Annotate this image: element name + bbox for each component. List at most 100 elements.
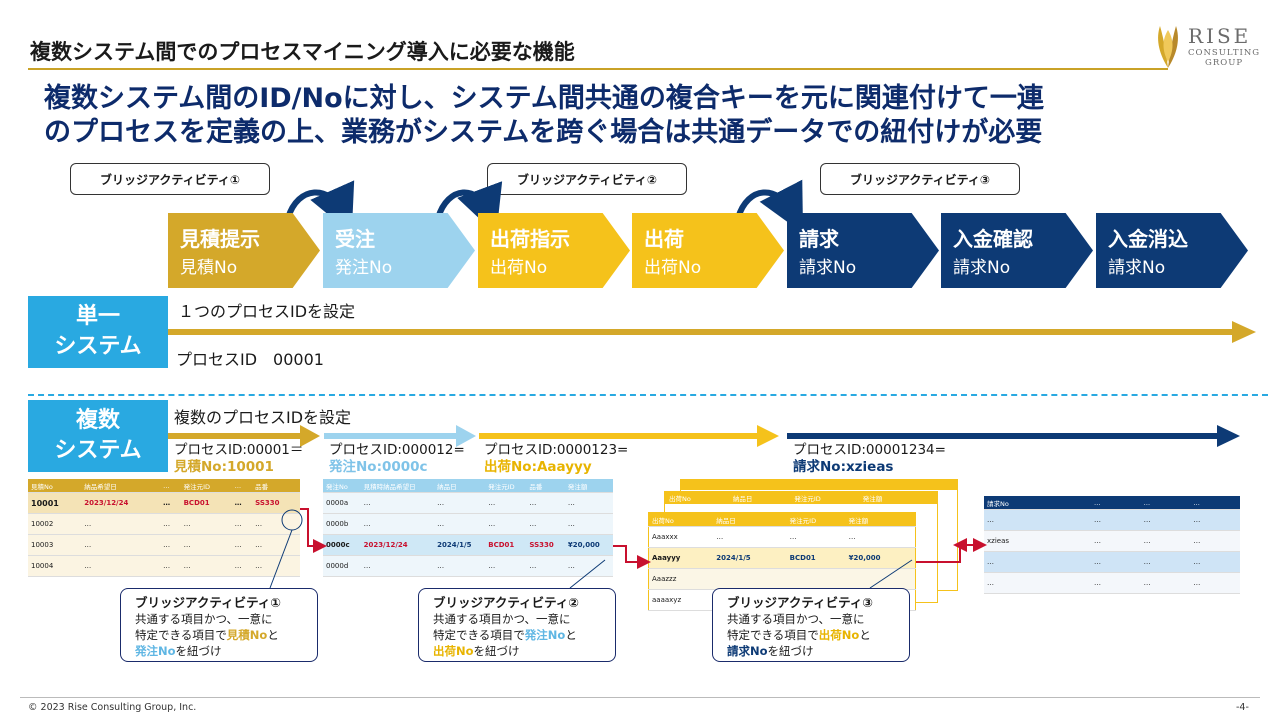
step-5-key: 請求No: [799, 258, 857, 278]
single-system-desc: １つのプロセスIDを設定: [178, 302, 356, 321]
page-number: -4-: [1236, 702, 1249, 713]
page-title: 複数システム間でのプロセスマイニング導入に必要な機能: [30, 40, 575, 64]
table-row: Aaaxxx………: [648, 526, 916, 548]
bridge-note-1-title: ブリッジアクティビティ①: [135, 595, 281, 610]
logo-wordmark: RISE CONSULTING GROUP: [1188, 24, 1260, 68]
step-2-key: 発注No: [335, 258, 393, 278]
multi-system-desc: 複数のプロセスIDを設定: [174, 408, 352, 427]
table-row: …………: [984, 572, 1240, 594]
bridge-note-3-line2: 特定できる項目で出荷Noと: [727, 628, 871, 642]
step-2: 受注 発注No: [323, 213, 475, 288]
headline: 複数システム間のID/Noに対し、システム間共通の複合キーを元に関連付けて一連 …: [44, 82, 1044, 150]
link-arrow-1: [300, 508, 327, 553]
table-row: Aaazzz: [648, 568, 916, 590]
step-3-name: 出荷指示: [490, 227, 570, 251]
table-row: 0000d……………: [323, 555, 613, 577]
bridge-note-3: ブリッジアクティビティ③ 共通する項目かつ、一意に 特定できる項目で出荷Noと …: [712, 588, 910, 662]
step-3-key: 出荷No: [490, 258, 548, 278]
bridge-note-2-line2: 特定できる項目で発注Noと: [433, 628, 577, 642]
step-7-name: 入金消込: [1108, 227, 1188, 251]
process-id-1: プロセスID:00001＝ 見積No:10001: [174, 442, 303, 476]
footer-line: [20, 697, 1260, 698]
process-id-2: プロセスID:000012= 発注No:0000c: [329, 442, 465, 476]
link-arrow-3: [916, 538, 987, 563]
table-row: 0000b……………: [323, 513, 613, 535]
process-id-3-key: 出荷No:Aaayyy: [484, 459, 592, 475]
process-id-3: プロセスID:0000123= 出荷No:Aaayyy: [484, 442, 628, 476]
process-id-3-line1: プロセスID:0000123=: [484, 442, 629, 458]
step-7-key: 請求No: [1108, 258, 1166, 278]
section-divider: [28, 394, 1268, 396]
multi-system-label: 複数システム: [28, 400, 168, 472]
step-2-name: 受注: [335, 227, 375, 251]
headline-line1: 複数システム間のID/Noに対し、システム間共通の複合キーを元に関連付けて一連: [44, 83, 1044, 114]
bridge-note-3-line1: 共通する項目かつ、一意に: [727, 612, 865, 626]
process-id-4: プロセスID:00001234= 請求No:xzieas: [793, 442, 946, 476]
step-5-name: 請求: [799, 227, 839, 251]
process-id-1-key: 見積No:10001: [174, 459, 274, 475]
process-id-1-line1: プロセスID:00001＝: [174, 442, 304, 458]
step-4-name: 出荷: [644, 227, 684, 251]
bridge-arrow-3: [735, 179, 804, 234]
step-1-key: 見積No: [180, 258, 238, 278]
link-arrow-2: [613, 545, 651, 569]
process-id-2-key: 発注No:0000c: [329, 459, 428, 475]
multi-label-1: 複数: [75, 408, 120, 433]
single-label-1: 単一: [75, 304, 120, 329]
logo-main: RISE: [1188, 24, 1252, 48]
single-label-2: システム: [54, 334, 142, 359]
process-id-2-line1: プロセスID:000012=: [329, 442, 465, 458]
step-6-name: 入金確認: [953, 227, 1033, 251]
step-4: 出荷 出荷No: [632, 213, 784, 288]
single-system-label: 単一システム: [28, 296, 168, 368]
table-row: 10002……………: [28, 513, 300, 535]
bridge-note-2-line1: 共通する項目かつ、一意に: [433, 612, 571, 626]
table-row: 0000a……………: [323, 492, 613, 514]
multi-label-2: システム: [54, 438, 142, 463]
single-process-id: プロセスID 00001: [176, 350, 324, 369]
step-6: 入金確認 請求No: [941, 213, 1093, 288]
billing-table-header: 請求No………: [984, 496, 1240, 510]
bridge-note-1-line1: 共通する項目かつ、一意に: [135, 612, 273, 626]
bridge-arrow-2: [435, 181, 503, 235]
billing-table: 請求No……… ………… xzieas……… ………… …………: [984, 496, 1240, 594]
logo-sub1: CONSULTING: [1188, 48, 1261, 58]
table-row: …………: [984, 551, 1240, 573]
bridge-note-3-line3: 請求Noを紐づけ: [727, 644, 814, 658]
process-id-4-line1: プロセスID:00001234=: [793, 442, 946, 458]
bridge-note-1: ブリッジアクティビティ① 共通する項目かつ、一意に 特定できる項目で見積Noと …: [120, 588, 318, 662]
bridge-note-2: ブリッジアクティビティ② 共通する項目かつ、一意に 特定できる項目で発注Noと …: [418, 588, 616, 662]
bridge-callout-1: ブリッジアクティビティ①: [70, 163, 270, 195]
table-row: xzieas………: [984, 530, 1240, 552]
copyright: © 2023 Rise Consulting Group, Inc.: [28, 702, 197, 713]
bridge-callout-3: ブリッジアクティビティ③: [820, 163, 1020, 195]
bridge-note-1-line2: 特定できる項目で見積Noと: [135, 628, 279, 642]
bridge-note-2-title: ブリッジアクティビティ②: [433, 595, 579, 610]
step-6-key: 請求No: [953, 258, 1011, 278]
step-7: 入金消込 請求No: [1096, 213, 1248, 288]
bridge-note-1-line3: 発注Noを紐づけ: [135, 644, 222, 658]
bridge-arrow-1: [285, 180, 355, 234]
step-5: 請求 請求No: [787, 213, 939, 288]
title-underline: [28, 68, 1168, 70]
headline-line2: のプロセスを定義の上、業務がシステムを跨ぐ場合は共通データでの紐付けが必要: [44, 117, 1043, 148]
process-id-4-key: 請求No:xzieas: [793, 459, 894, 475]
table-row: 10004……………: [28, 555, 300, 577]
rise-logo-icon: [1158, 26, 1178, 68]
step-3: 出荷指示 出荷No: [478, 213, 630, 288]
logo-sub2: GROUP: [1205, 58, 1244, 68]
bridge-note-3-title: ブリッジアクティビティ③: [727, 595, 873, 610]
step-1-name: 見積提示: [180, 227, 260, 251]
single-process-arrow: [168, 321, 1256, 343]
